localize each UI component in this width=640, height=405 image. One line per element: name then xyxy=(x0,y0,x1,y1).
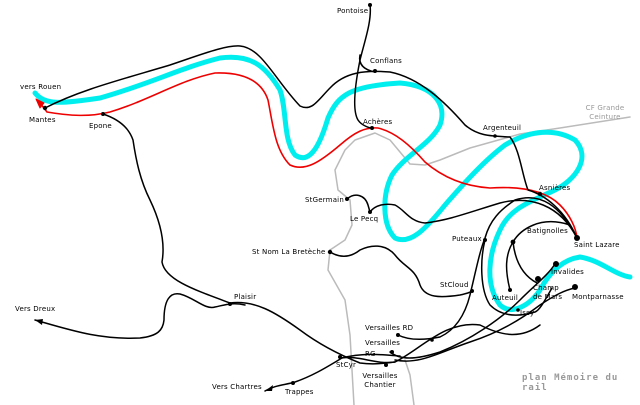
station-label: Invalides xyxy=(551,268,585,276)
station-label: StCloud xyxy=(440,281,469,289)
grande-ceinture-line xyxy=(327,116,631,405)
station-label: Trappes xyxy=(285,388,314,396)
station-label: Mantes xyxy=(29,116,56,124)
grande-ceinture-branch xyxy=(404,359,415,405)
station-label: Saint Lazare xyxy=(574,241,620,249)
line-versailles-rg xyxy=(389,263,556,359)
station-label: StGermain xyxy=(305,196,344,204)
station-label: Plaisir xyxy=(234,293,257,301)
station-label: St Nom La Bretèche xyxy=(252,248,326,256)
station-label: Versailles RD xyxy=(365,324,414,332)
station-label: Conflans xyxy=(370,57,402,65)
rail-lines xyxy=(34,4,578,392)
seine-river xyxy=(32,54,633,312)
station-label: Vers Chartres xyxy=(212,383,262,391)
line-epone-plaisir xyxy=(102,113,396,365)
grande-ceinture-label: CF Grande Ceinture xyxy=(585,104,625,121)
station-label: Champ de Mars xyxy=(533,284,563,301)
line-conflans xyxy=(358,54,376,73)
station-label: StCyr xyxy=(336,361,357,369)
line-montparnasse xyxy=(394,287,576,362)
station-label: Pontoise xyxy=(337,7,369,15)
historic-line xyxy=(39,72,578,239)
station-label: Le Pecq xyxy=(350,215,379,223)
arrow-icon xyxy=(265,385,273,391)
line-stnom xyxy=(329,245,473,298)
station-label: Argenteuil xyxy=(483,124,522,132)
station-dots xyxy=(35,3,580,391)
station-label: Epone xyxy=(89,122,112,130)
station-label: Montparnasse xyxy=(572,293,624,301)
line-versailles-rd xyxy=(397,196,578,341)
station-label: Achères xyxy=(363,118,393,126)
station-label: Auteuil xyxy=(492,294,519,302)
line-chantier xyxy=(339,323,541,364)
station-label: Issy xyxy=(520,309,535,317)
station-label: Versailles RG xyxy=(365,339,401,358)
station-label: Vers Dreux xyxy=(15,305,56,313)
station-label: Asnières xyxy=(539,184,571,192)
line-pontoise xyxy=(353,4,373,129)
station-label: Versailles Chantier xyxy=(362,372,398,389)
line-lepecq xyxy=(369,199,578,239)
line-chartres xyxy=(264,353,401,392)
line-mantes-paris-north xyxy=(44,45,578,239)
line-stgermain xyxy=(346,194,371,213)
line-dreux xyxy=(34,292,246,340)
credit-label: plan Mémoire du rail xyxy=(522,373,619,393)
arrow-icon xyxy=(35,98,45,109)
station-label: Batignolles xyxy=(527,227,568,235)
arrow-icon xyxy=(35,319,43,325)
station-label: Puteaux xyxy=(452,235,482,243)
station-label: vers Rouen xyxy=(20,83,62,91)
